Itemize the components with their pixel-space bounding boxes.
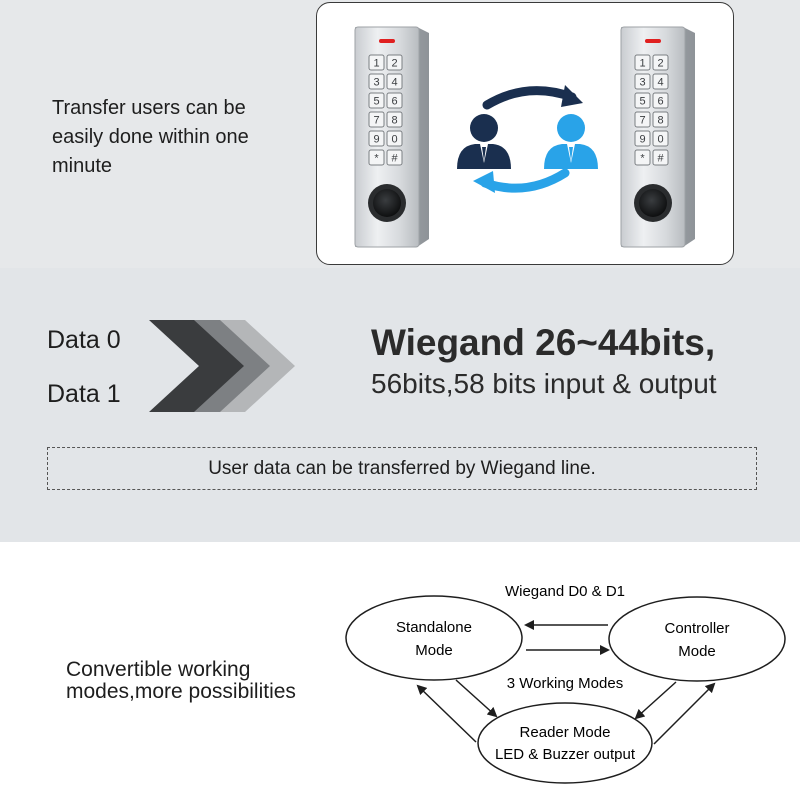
controller-label-1: Controller — [664, 620, 729, 637]
arrow-standalone-to-reader — [455, 679, 498, 718]
keypad-key — [386, 54, 403, 71]
user-light-icon — [544, 114, 598, 169]
keypad-key-label: 8 — [657, 115, 663, 127]
keypad-key — [386, 73, 403, 90]
keypad-key-label: 0 — [391, 134, 397, 146]
keypad-key — [368, 92, 385, 109]
keypad-key-label: 7 — [639, 115, 645, 127]
keypad-key — [386, 111, 403, 128]
wiegand-note-box: User data can be transferred by Wiegand … — [47, 447, 757, 490]
reader-label-2: LED & Buzzer output — [495, 746, 636, 763]
standalone-label-2: Mode — [415, 642, 453, 659]
wiegand-subtitle: 56bits,58 bits input & output — [371, 368, 717, 399]
fingerprint-sensor — [639, 189, 667, 217]
keypad-key — [634, 111, 651, 128]
arrow-reader-to-controller — [653, 682, 716, 745]
controller-mode-node — [608, 596, 786, 682]
keypad-key-label: 5 — [639, 96, 645, 108]
working-modes-label: 3 Working Modes — [507, 675, 623, 692]
keypad-key — [652, 130, 669, 147]
keypad-key — [634, 54, 651, 71]
keypad-key-label: * — [640, 153, 645, 165]
keypad-key-label: 6 — [391, 96, 397, 108]
keypad-key-label: 1 — [639, 58, 645, 70]
controller-label-2: Mode — [678, 643, 716, 660]
keypad-key — [652, 92, 669, 109]
keypad-key-label: 9 — [639, 134, 645, 146]
keypad-key — [652, 54, 669, 71]
working-modes-diagram: Standalone Mode Controller Mode Reader M… — [345, 583, 786, 784]
keypad-key-label: 9 — [373, 134, 379, 146]
data1-label: Data 1 — [47, 380, 121, 408]
transfer-text: Transfer users can be easily done within… — [52, 97, 249, 177]
led-indicator — [645, 39, 661, 43]
keypad-key-label: 4 — [391, 77, 397, 89]
reader-label-1: Reader Mode — [520, 724, 611, 741]
keypad-key — [652, 111, 669, 128]
modes-caption: Convertible working modes,more possibili… — [66, 658, 296, 703]
led-indicator — [379, 39, 395, 43]
keypad-key-label: # — [391, 153, 398, 165]
keypad-key-label: # — [657, 153, 664, 165]
keypad-key — [386, 149, 403, 166]
keypad-key — [634, 149, 651, 166]
keypad-key — [386, 92, 403, 109]
data-flow-chevrons-icon — [149, 320, 295, 412]
arrow-reader-to-standalone — [416, 684, 477, 743]
wiegand-link-label: Wiegand D0 & D1 — [505, 583, 625, 600]
keypad-key-label: 3 — [373, 77, 379, 89]
standalone-label-1: Standalone — [396, 619, 472, 636]
keypad-key-label: 3 — [639, 77, 645, 89]
fingerprint-sensor — [373, 189, 401, 217]
keypad-key-label: 1 — [373, 58, 379, 70]
keypad-key — [634, 92, 651, 109]
keypad-key — [368, 149, 385, 166]
keypad-key — [634, 130, 651, 147]
keypad-key-label: 2 — [657, 58, 663, 70]
keypad-key-label: 7 — [373, 115, 379, 127]
transfer-arrow-light-icon — [480, 168, 570, 193]
keypad-key — [368, 73, 385, 90]
user-dark-icon — [457, 114, 511, 169]
keypad-key-label: 6 — [657, 96, 663, 108]
wiegand-section — [0, 268, 800, 542]
transfer-arrow-dark-icon — [482, 86, 577, 110]
standalone-mode-node — [345, 595, 523, 681]
reader-mode-node — [477, 702, 653, 784]
keypad-key — [652, 149, 669, 166]
keypad-key — [634, 73, 651, 90]
wiegand-title: Wiegand 26~44bits, — [371, 322, 716, 363]
wiegand-note: User data can be transferred by Wiegand … — [208, 457, 596, 479]
keypad-key-label: 5 — [373, 96, 379, 108]
keypad-key — [368, 54, 385, 71]
keypad-key-label: 2 — [391, 58, 397, 70]
data0-label: Data 0 — [47, 326, 121, 354]
arrow-controller-to-reader — [634, 681, 677, 720]
keypad-key-label: * — [374, 153, 379, 165]
keypad-key-label: 0 — [657, 134, 663, 146]
keypad-key — [386, 130, 403, 147]
keypad-key-label: 4 — [657, 77, 663, 89]
keypad-key — [368, 111, 385, 128]
keypad-key — [652, 73, 669, 90]
keypad-key — [368, 130, 385, 147]
keypad-key-label: 8 — [391, 115, 397, 127]
